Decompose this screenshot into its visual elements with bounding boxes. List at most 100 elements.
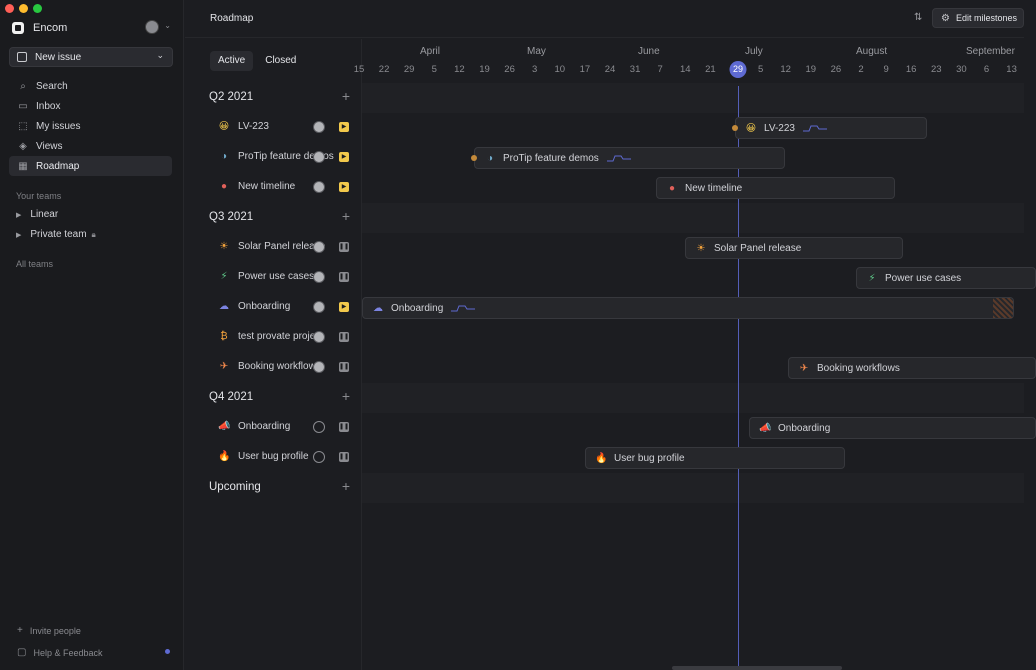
project-bar[interactable]: ☁Onboarding (362, 297, 1014, 319)
help-feedback-button[interactable]: ▢Help & Feedback (17, 647, 103, 658)
megaphone-icon: 📣 (759, 422, 772, 434)
tab-closed[interactable]: Closed (265, 55, 297, 66)
add-project-button[interactable]: + (341, 388, 350, 404)
chevron-down-icon[interactable]: ⌄ (156, 50, 164, 60)
project-bar[interactable]: ●New timeline (656, 177, 895, 199)
day-tick-label: 19 (805, 64, 817, 75)
day-tick-label: 9 (883, 64, 889, 75)
project-row[interactable]: ●New timeline▶ (185, 173, 362, 203)
zoom-window-button[interactable] (33, 4, 42, 13)
project-row[interactable]: ◑ProTip feature demos▶ (185, 143, 362, 173)
group-band (362, 203, 1024, 233)
inbox-icon: ▭ (18, 100, 28, 112)
day-tick-label: 24 (604, 64, 616, 75)
day-tick-label: 16 (905, 64, 917, 75)
project-name: Onboarding (238, 301, 291, 312)
avatar[interactable] (313, 301, 325, 313)
minimize-window-button[interactable] (19, 4, 28, 13)
horizontal-scrollbar[interactable] (672, 666, 842, 670)
avatar[interactable] (313, 121, 325, 133)
avatar[interactable] (313, 421, 325, 433)
day-tick-label: 21 (705, 64, 716, 75)
edit-milestones-button[interactable]: ⚙ Edit milestones (932, 8, 1024, 28)
project-name: User bug profile (238, 451, 309, 462)
status-icon[interactable]: ❚❚ (339, 362, 350, 372)
project-bar[interactable]: 📣Onboarding (749, 417, 1036, 439)
gauge-icon: ◑ (220, 151, 228, 162)
project-bar[interactable]: 🔥User bug profile (585, 447, 845, 469)
bar-start-handle[interactable] (471, 155, 477, 161)
my-issues-icon: ⬚ (18, 120, 28, 132)
bar-start-handle[interactable] (732, 125, 738, 131)
sun-icon: ☀ (696, 242, 706, 254)
project-row[interactable]: 😀LV-223▶ (185, 113, 362, 143)
sidebar-item-roadmap[interactable]: ▦Roadmap (9, 156, 172, 176)
invite-people-button[interactable]: +Invite people (17, 625, 81, 636)
project-bar[interactable]: 😀LV-223 (735, 117, 927, 139)
group-band (362, 473, 1024, 503)
avatar[interactable] (313, 151, 325, 163)
today-line (738, 86, 739, 670)
sidebar-item-team-private[interactable]: ▶Private team🔒︎ (16, 229, 96, 240)
avatar[interactable] (313, 451, 325, 463)
edit-milestones-label: Edit milestones (955, 13, 1017, 23)
sidebar-item-my-issues[interactable]: ⬚My issues (9, 116, 172, 136)
project-bar[interactable]: ☀Solar Panel release (685, 237, 903, 259)
status-icon[interactable]: ❚❚ (339, 272, 350, 282)
project-bar[interactable]: ⚡Power use cases (856, 267, 1036, 289)
sidebar-item-views[interactable]: ◈Views (9, 136, 172, 156)
add-project-button[interactable]: + (341, 478, 350, 494)
fire-icon: 🔥 (595, 452, 608, 464)
compose-icon (17, 52, 27, 62)
lightning-icon: ⚡ (220, 271, 228, 282)
sidebar-item-team-linear[interactable]: ▶Linear (16, 209, 58, 220)
add-project-button[interactable]: + (341, 208, 350, 224)
status-icon[interactable]: ▶ (339, 182, 349, 192)
sidebar-item-inbox[interactable]: ▭Inbox (9, 96, 172, 116)
user-avatar[interactable] (145, 20, 159, 34)
project-row[interactable]: ☁Onboarding▶ (185, 293, 362, 323)
add-project-button[interactable]: + (341, 88, 350, 104)
status-icon[interactable]: ▶ (339, 122, 349, 132)
project-row[interactable]: 🔥 User bug profile ❚❚ (185, 443, 362, 473)
status-icon[interactable]: ❚❚ (339, 452, 350, 462)
bar-label: New timeline (685, 182, 743, 194)
project-row[interactable]: ⚡Power use cases❚❚ (185, 263, 362, 293)
lightning-icon: ⚡ (868, 272, 876, 284)
sidebar-item-search[interactable]: ⌕Search (9, 76, 172, 96)
day-tick-label: 2 (858, 64, 864, 75)
new-issue-button[interactable]: New issue ⌄ (9, 47, 173, 67)
project-row[interactable]: ✈Booking workflows❚❚ (185, 353, 362, 383)
all-teams-link[interactable]: All teams (16, 259, 54, 269)
close-window-button[interactable] (5, 4, 14, 13)
chevron-down-icon[interactable]: ⌄ (164, 21, 171, 30)
clock-icon: ● (220, 181, 228, 192)
status-icon[interactable]: ▶ (339, 302, 349, 312)
status-icon[interactable]: ▶ (339, 152, 349, 162)
progress-sparkline-icon (606, 155, 631, 162)
avatar[interactable] (313, 241, 325, 253)
avatar[interactable] (313, 361, 325, 373)
avatar[interactable] (313, 331, 325, 343)
tab-active[interactable]: Active (210, 51, 254, 71)
status-icon[interactable]: ❚❚ (339, 332, 350, 342)
project-bar[interactable]: ◑ProTip feature demos (474, 147, 785, 169)
project-row[interactable]: ☀Solar Panel release❚❚ (185, 233, 362, 263)
day-tick-label: 5 (757, 64, 764, 75)
caret-right-icon: ▶ (16, 211, 22, 219)
fire-icon: 🔥 (218, 451, 231, 462)
avatar[interactable] (313, 181, 325, 193)
project-bar[interactable]: ✈Booking workflows (788, 357, 1036, 379)
project-row[interactable]: 📣Onboarding❚❚ (185, 413, 362, 443)
project-row[interactable]: ₿test provate project❚❚ (185, 323, 362, 353)
sort-icon[interactable]: ⇅ (914, 12, 923, 23)
sidebar-item-label: Views (36, 140, 63, 152)
day-tick-label: 26 (504, 64, 515, 75)
status-icon[interactable]: ❚❚ (339, 422, 350, 432)
status-icon[interactable]: ❚❚ (339, 242, 350, 252)
month-label: August (856, 46, 888, 57)
workspace-switcher[interactable]: Encom ⌄ (12, 20, 171, 36)
overdue-hatch (993, 298, 1013, 318)
avatar[interactable] (313, 271, 325, 283)
